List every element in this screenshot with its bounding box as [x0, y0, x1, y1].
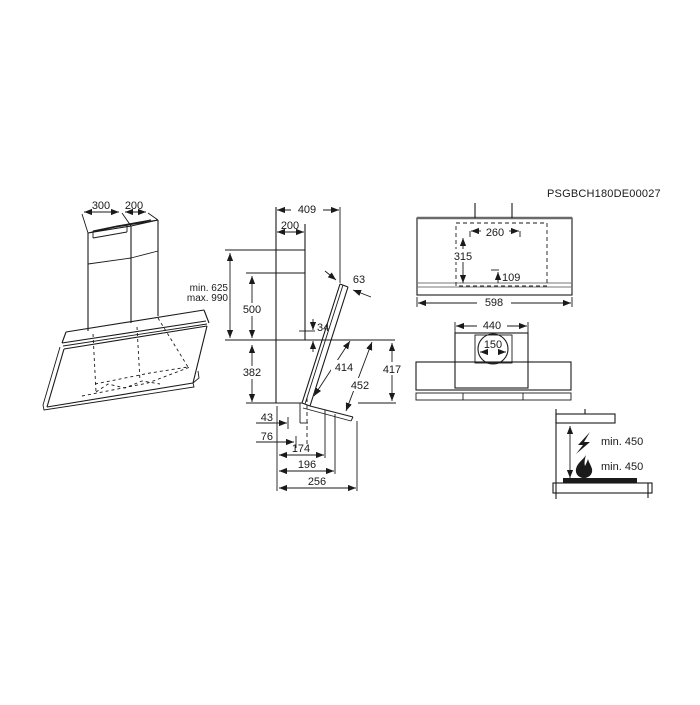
dim-top-duct-diameter: 150 — [484, 339, 502, 351]
top-view: 150 440 — [415, 319, 572, 401]
dim-side-depth-a: 174 — [292, 443, 310, 455]
dim-side-hole-a: 43 — [261, 412, 273, 424]
dim-side-chimney-depth: 200 — [281, 220, 299, 232]
dim-side-rear-height: 382 — [243, 367, 261, 379]
hood-profile — [555, 413, 616, 424]
dim-front-bracket-span: 260 — [486, 227, 504, 239]
dim-side-depth-b: 196 — [298, 459, 316, 471]
dim-side-height-min: min. 625 — [190, 283, 229, 294]
dim-front-duct-rise: 109 — [502, 272, 520, 284]
dim-side-panel-top: 63 — [353, 274, 365, 286]
dim-front-bracket-drop: 315 — [454, 251, 472, 263]
dim-side-depth-c: 256 — [308, 476, 326, 488]
dim-side-panel-outer: 452 — [351, 380, 369, 392]
clearance-electric-label: min. 450 — [601, 436, 643, 448]
side-view: 409 200 min. 625 max. 990 500 382 34 63 … — [187, 203, 406, 492]
dim-persp-top-depth: 200 — [125, 200, 143, 212]
counter-profile — [552, 482, 653, 494]
gas-hob-icon — [575, 455, 593, 478]
duct-outlet-circle — [477, 333, 509, 365]
drawing-code: PSGBCH180DE00027 — [547, 188, 661, 200]
front-view: PSGBCH180DE00027 260 315 109 598 — [416, 188, 661, 309]
electric-hob-icon — [576, 432, 590, 454]
dim-top-mount-width: 440 — [483, 320, 501, 332]
dim-side-panel-inner: 414 — [335, 362, 353, 374]
clearance-gas-label: min. 450 — [601, 461, 643, 473]
hob-surface — [563, 478, 637, 483]
dim-front-body-width: 598 — [485, 297, 503, 309]
dim-persp-top-width: 300 — [92, 200, 110, 212]
dim-side-total-depth: 409 — [298, 204, 316, 216]
dim-side-top-offset: 34 — [317, 322, 329, 334]
dim-side-chimney-height: 500 — [243, 304, 261, 316]
dim-side-front-height: 417 — [383, 364, 401, 376]
dim-side-height-max: max. 990 — [187, 293, 229, 304]
dim-side-hole-b: 76 — [261, 431, 273, 443]
clearance-diagram: min. 450 min. 450 — [552, 409, 653, 499]
perspective-view: 300 200 — [42, 200, 210, 411]
